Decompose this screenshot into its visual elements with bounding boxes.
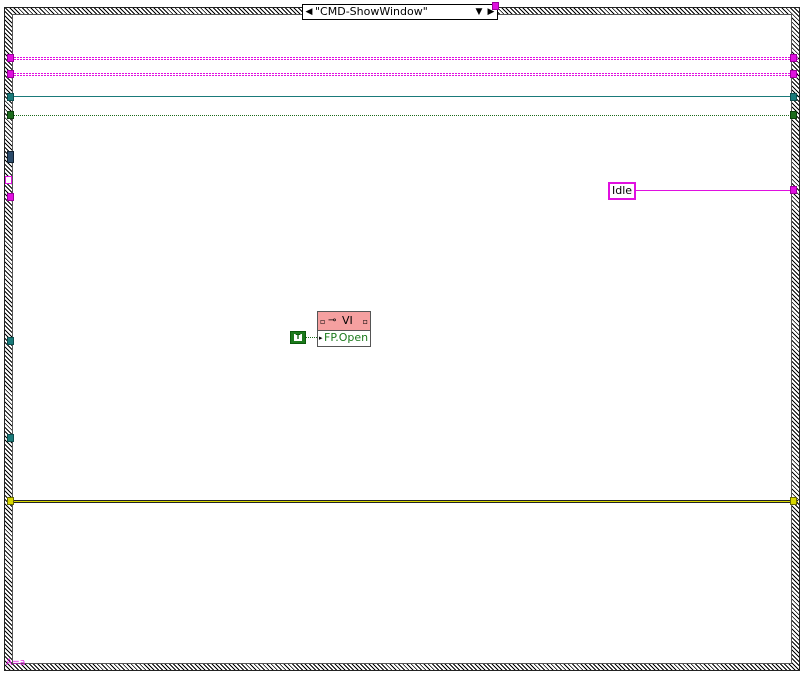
refnum-wire[interactable] — [8, 96, 798, 97]
increment-arrow-icon[interactable]: ▶ — [487, 7, 495, 17]
string-wire-2[interactable] — [8, 73, 798, 76]
class-label: VI — [342, 314, 353, 327]
input-tunnel[interactable] — [7, 434, 14, 442]
input-tunnel[interactable] — [7, 337, 14, 345]
output-tunnel[interactable] — [790, 70, 797, 78]
output-tunnel[interactable] — [790, 186, 797, 194]
output-tunnel[interactable] — [790, 54, 797, 62]
dropdown-arrow-icon[interactable]: ▼ — [475, 7, 483, 17]
input-tunnel[interactable] — [5, 176, 12, 184]
frame-label: A=a — [6, 658, 26, 668]
case-selector-value: "CMD-ShowWindow" — [315, 5, 428, 18]
reference-out-icon: ▫ — [362, 317, 368, 326]
boolean-to-property-wire[interactable] — [306, 337, 317, 338]
decrement-arrow-icon[interactable]: ◀ — [305, 7, 313, 17]
property-name: FP.Open — [324, 331, 369, 344]
case-selector[interactable]: ◀ "CMD-ShowWindow" ▼ ▶ — [302, 4, 498, 20]
output-tunnel[interactable] — [790, 93, 797, 101]
boolean-value: T — [294, 333, 302, 341]
boolean-wire[interactable] — [8, 115, 798, 116]
input-tunnel[interactable] — [7, 193, 14, 201]
input-tunnel[interactable] — [7, 54, 14, 62]
key-icon: ⊸ — [328, 315, 337, 326]
input-tunnel[interactable] — [7, 93, 14, 101]
output-tunnel[interactable] — [790, 111, 797, 119]
input-tunnel[interactable] — [7, 497, 14, 505]
write-arrow-icon: ▸ — [319, 334, 323, 342]
selector-terminal[interactable] — [492, 2, 499, 10]
property-item[interactable]: ▸ FP.Open — [318, 330, 370, 346]
input-tunnel[interactable] — [7, 111, 14, 119]
input-tunnel[interactable] — [7, 151, 14, 163]
property-node-header: ▫ ⊸ VI ▫ — [318, 312, 370, 331]
string-wire-1[interactable] — [8, 57, 798, 60]
idle-string-constant[interactable]: Idle — [608, 182, 636, 200]
vi-property-node[interactable]: ▫ ⊸ VI ▫ ▸ FP.Open — [317, 311, 371, 347]
case-structure-diagram — [12, 14, 792, 664]
input-tunnel[interactable] — [7, 70, 14, 78]
output-tunnel[interactable] — [790, 497, 797, 505]
state-output-wire[interactable] — [636, 190, 792, 191]
error-cluster-wire[interactable] — [8, 500, 798, 503]
true-boolean-constant[interactable]: T — [290, 331, 306, 344]
reference-in-icon: ▫ — [320, 317, 326, 326]
